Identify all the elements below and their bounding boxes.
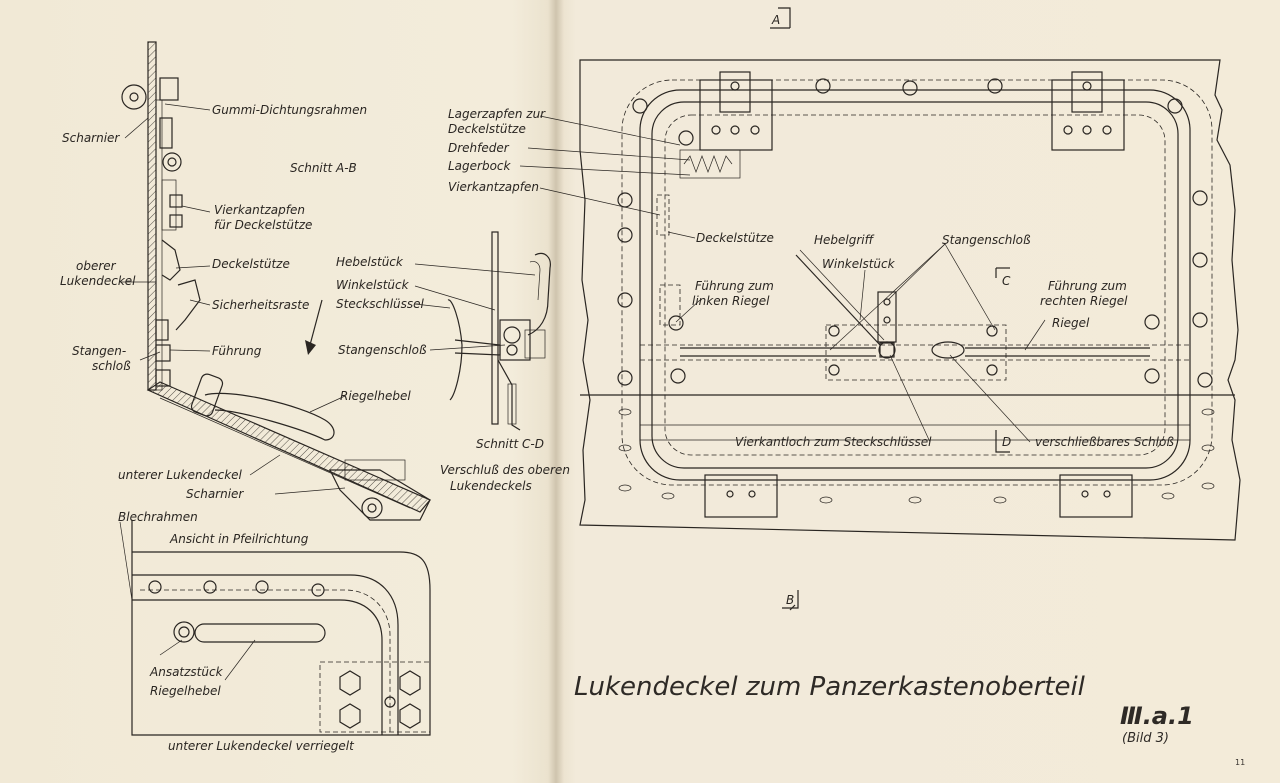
label-schnitt-ab: Schnitt A-B [290, 161, 357, 175]
label-verschluss-2: Lukendeckels [450, 479, 532, 493]
plate-code: Ⅲ.a.1 [1120, 702, 1194, 730]
section-marker-d: D [1002, 435, 1011, 449]
label-ansatzstueck: Ansatzstück [149, 665, 224, 679]
label-fuehrung: Führung [212, 344, 262, 358]
annotation-labels: Gummi-Dichtungsrahmen Scharnier Schnitt … [60, 13, 1174, 753]
label-deckelstuetze-left: Deckelstütze [212, 257, 290, 271]
label-lagerzapfen-2: Deckelstütze [448, 122, 526, 136]
label-scharnier-bottom: Scharnier [186, 487, 244, 501]
label-steckschluessel: Steckschlüssel [336, 297, 425, 311]
label-vierkantzapfen-right: Vierkantzapfen [448, 180, 539, 194]
section-cd-drawing [447, 231, 551, 431]
label-stangen-2: schloß [92, 359, 131, 373]
section-marker-b: B [786, 593, 794, 607]
book-fold [548, 0, 564, 783]
label-lagerbock: Lagerbock [448, 159, 512, 173]
label-ansicht: Ansicht in Pfeilrichtung [169, 532, 309, 546]
label-blechrahmen: Blechrahmen [118, 510, 198, 524]
label-verschliessbares: verschließbares Schloß [1035, 435, 1174, 449]
label-vierkantzapfen-left-1: Vierkantzapfen [214, 203, 305, 217]
label-hebelstueck: Hebelstück [336, 255, 404, 269]
leader-lines [119, 103, 1046, 681]
label-fuehrung-links-1: Führung zum [695, 279, 774, 293]
label-vierkantzapfen-left-2: für Deckelstütze [214, 218, 312, 232]
section-marker-c: C [1002, 274, 1011, 288]
label-fuehrung-rechts-2: rechten Riegel [1040, 294, 1128, 308]
section-marker-a: A [771, 13, 780, 27]
label-hebelgriff: Hebelgriff [814, 233, 875, 247]
label-oberer-1: oberer [76, 259, 117, 273]
page-number: 11 [1235, 758, 1245, 767]
label-riegelhebel: Riegelhebel [340, 389, 411, 403]
label-scharnier-top: Scharnier [62, 131, 120, 145]
label-winkelstueck-left: Winkelstück [336, 278, 410, 292]
drawing-title: Lukendeckel zum Panzerkastenoberteil [574, 672, 1086, 702]
label-deckelstuetze-right: Deckelstütze [696, 231, 774, 245]
label-unterer-verriegelt: unterer Lukendeckel verriegelt [168, 739, 355, 753]
label-verschluss-1: Verschluß des oberen [440, 463, 570, 477]
label-oberer-2: Lukendeckel [60, 274, 136, 288]
label-drehfeder: Drehfeder [448, 141, 510, 155]
label-riegelhebel-bottom: Riegelhebel [150, 684, 221, 698]
plan-view-drawing [579, 7, 1241, 611]
label-sicherheitsraste: Sicherheitsraste [212, 298, 309, 312]
label-fuehrung-links-2: linken Riegel [692, 294, 770, 308]
label-lagerzapfen-1: Lagerzapfen zur [448, 107, 546, 121]
label-fuehrung-rechts-1: Führung zum [1048, 279, 1127, 293]
label-gummi: Gummi-Dichtungsrahmen [212, 103, 367, 117]
label-winkelstueck-right: Winkelstück [822, 257, 896, 271]
label-stangenschloss-left: Stangenschloß [338, 343, 427, 357]
plate-subtitle: (Bild 3) [1122, 731, 1169, 746]
section-ab-drawing [121, 41, 431, 521]
label-unterer-lukendeckel: unterer Lukendeckel [118, 468, 243, 482]
label-stangen-1: Stangen- [72, 344, 126, 358]
label-riegel: Riegel [1052, 316, 1090, 330]
label-vierkantloch: Vierkantloch zum Steckschlüssel [735, 435, 932, 449]
label-schnitt-cd: Schnitt C-D [476, 437, 544, 451]
label-stangenschloss-right: Stangenschloß [942, 233, 1031, 247]
arrow-view-drawing [131, 520, 431, 736]
